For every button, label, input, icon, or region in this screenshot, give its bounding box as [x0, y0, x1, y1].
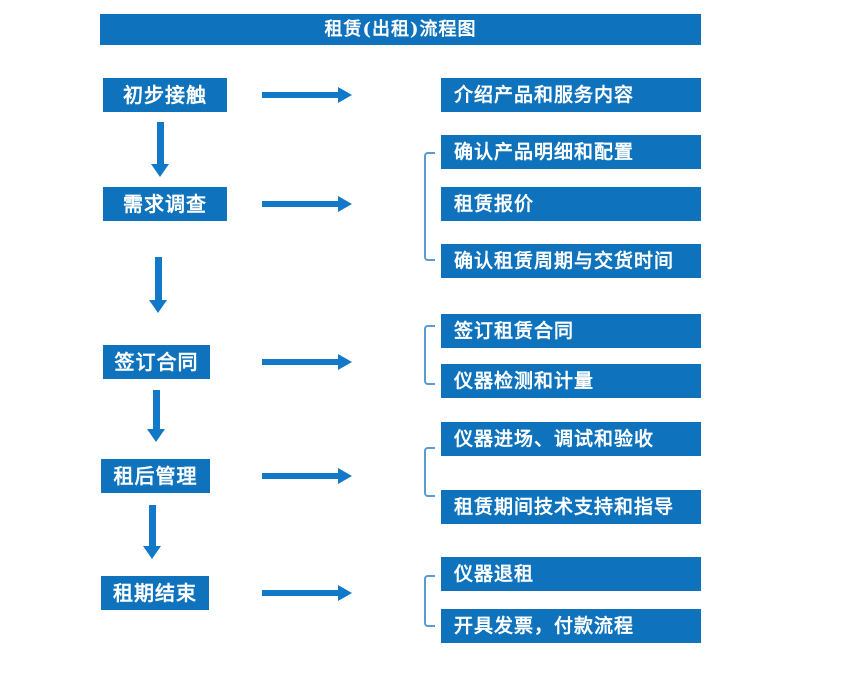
step-box-rental-end: 租期结束 [101, 576, 209, 610]
detail-box-confirm-period-delivery: 确认租赁周期与交货时间 [441, 244, 701, 278]
group-bracket [424, 447, 435, 497]
group-bracket [424, 152, 435, 261]
detail-box-tech-support: 租赁期间技术支持和指导 [441, 490, 701, 524]
detail-box-rental-quote: 租赁报价 [441, 187, 701, 221]
step-box-post-rental-management: 租后管理 [101, 459, 210, 493]
down-arrow-icon [143, 505, 161, 559]
detail-box-instrument-testing: 仪器检测和计量 [441, 364, 701, 398]
detail-box-instrument-return: 仪器退租 [441, 557, 701, 591]
step-box-initial-contact: 初步接触 [103, 78, 227, 112]
flowchart-title: 租赁(出租)流程图 [100, 14, 701, 45]
detail-box-invoice-payment: 开具发票，付款流程 [441, 609, 701, 643]
right-arrow-icon [262, 354, 352, 370]
down-arrow-icon [149, 257, 167, 313]
step-box-demand-survey: 需求调查 [103, 187, 227, 221]
detail-box-confirm-product-config: 确认产品明细和配置 [441, 135, 701, 169]
right-arrow-icon [262, 468, 352, 484]
group-bracket [424, 325, 435, 385]
right-arrow-icon [262, 87, 352, 103]
detail-box-sign-rental-contract: 签订租赁合同 [441, 314, 701, 348]
right-arrow-icon [262, 196, 352, 212]
group-bracket [424, 575, 435, 627]
detail-box-introduce-products: 介绍产品和服务内容 [441, 78, 701, 112]
down-arrow-icon [147, 390, 165, 442]
step-box-sign-contract: 签订合同 [103, 345, 210, 379]
right-arrow-icon [262, 585, 352, 601]
detail-box-instrument-setup: 仪器进场、调试和验收 [441, 422, 701, 456]
down-arrow-icon [151, 122, 169, 177]
